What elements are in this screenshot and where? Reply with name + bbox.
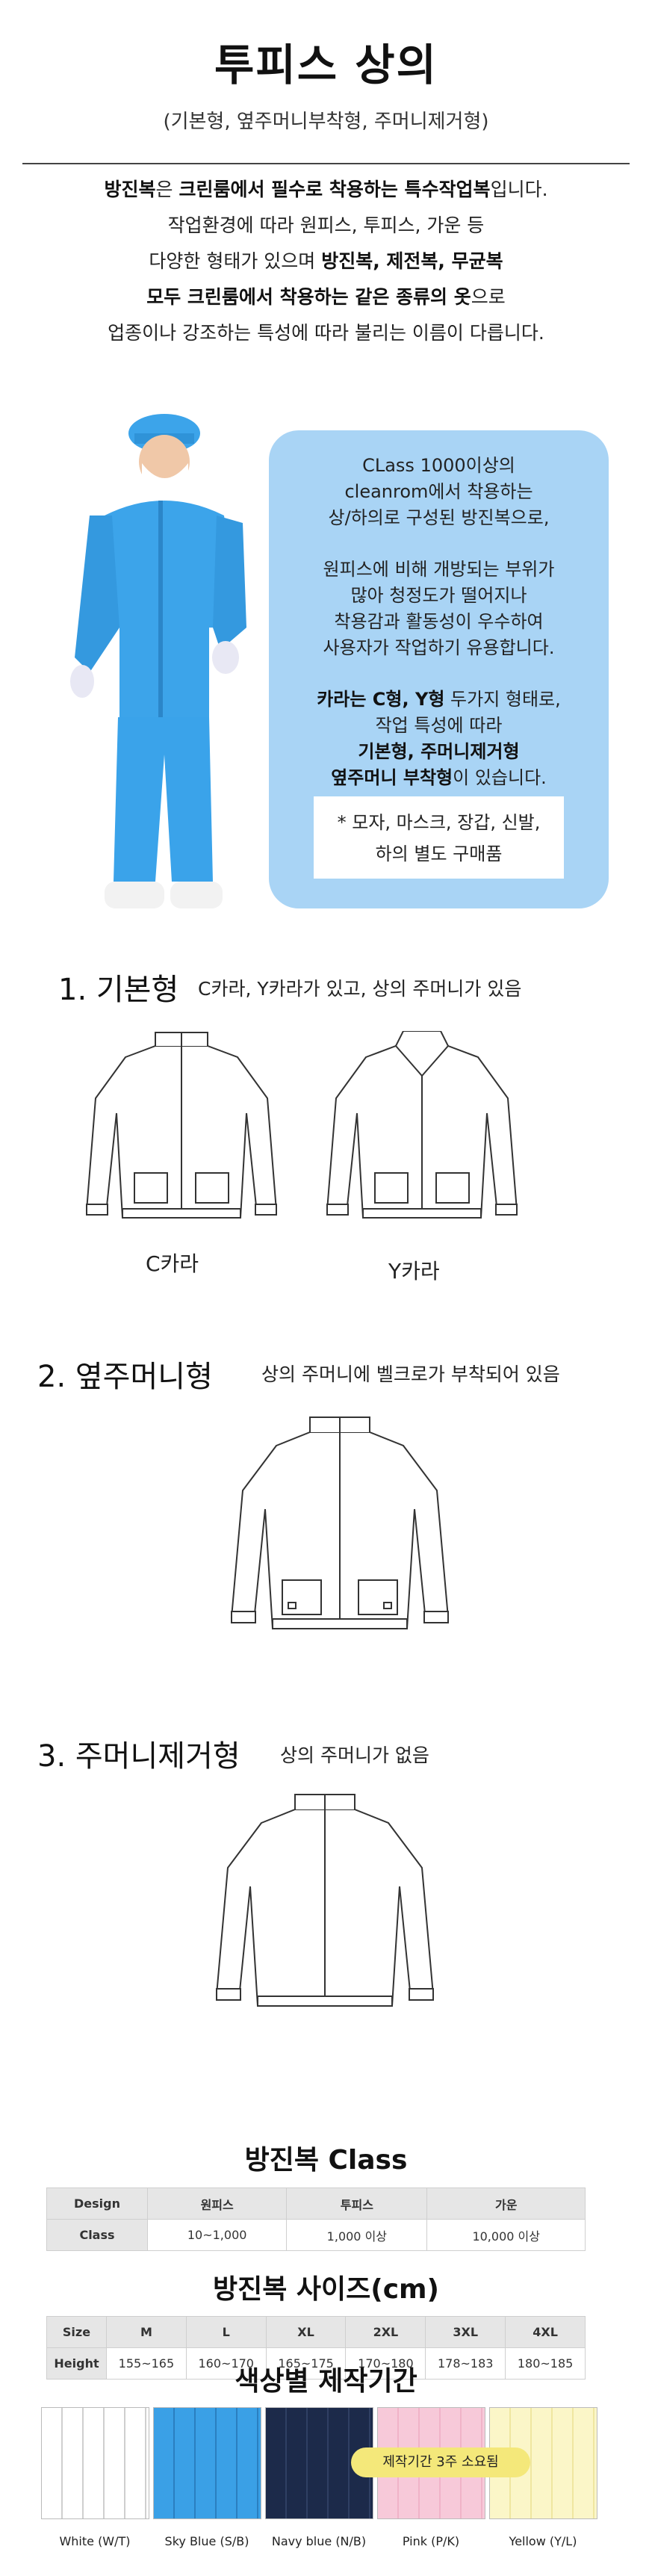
intro-text: 방진복은 크린룸에서 필수로 착용하는 특수작업복입니다. 작업환경에 따라 원…	[0, 172, 652, 351]
note-line: * 모자, 마스크, 장갑, 신발,	[337, 812, 541, 833]
section-desc-basic: C카라, Y카라가 있고, 상의 주머니가 있음	[198, 978, 522, 1000]
bubble-line: 상/하의로 구성된 방진복으로,	[328, 507, 550, 528]
intro-text-run: 다양한 형태가 있으며	[149, 250, 322, 272]
bubble-line: 작업 특성에 따라	[375, 715, 503, 736]
section-title-side-pocket: 2. 옆주머니형	[37, 1360, 213, 1394]
table-header-cell: Design	[46, 2188, 148, 2220]
page-subtitle: (기본형, 옆주머니부착형, 주머니제거형)	[163, 111, 489, 133]
page-header: 투피스 상의 (기본형, 옆주머니부착형, 주머니제거형)	[0, 30, 652, 134]
section-title-no-pocket: 3. 주머니제거형	[37, 1739, 240, 1774]
section-desc-side-pocket: 상의 주머니에 벨크로가 부착되어 있음	[261, 1363, 560, 1385]
swatch-sky-blue	[153, 2407, 261, 2519]
table-cell: 170~180	[345, 2347, 426, 2380]
caption-c-collar: C카라	[146, 1251, 199, 1276]
class-table: Design 원피스 투피스 가운 Class 10~1,000 1,000 이…	[46, 2188, 586, 2251]
intro-text-run: 으로	[471, 286, 506, 308]
section-desc-no-pocket: 상의 주머니가 없음	[280, 1744, 429, 1766]
size-table-title: 방진복 사이즈(cm)	[212, 2274, 439, 2305]
table-cell: 180~185	[505, 2347, 586, 2380]
bubble-line: CLass 1000이상의	[362, 455, 515, 476]
bubble-strong: 카라는 C형, Y형	[317, 689, 445, 710]
bubble-line: 많아 청정도가 떨어지나	[350, 585, 527, 606]
swatch-white	[41, 2407, 149, 2519]
bubble-line: 두가지 형태로,	[444, 689, 561, 710]
bubble-line: cleanrom에서 착용하는	[344, 481, 533, 502]
section-title-basic: 1. 기본형	[58, 973, 179, 1007]
info-bubble: CLass 1000이상의 cleanrom에서 착용하는 상/하의로 구성된 …	[269, 430, 609, 908]
table-header-cell: 투피스	[286, 2188, 428, 2220]
table-cell: 160~170	[185, 2347, 267, 2380]
swatch-label: Yellow (Y/L)	[509, 2534, 577, 2548]
bubble-line: 이 있습니다.	[453, 767, 547, 788]
table-header-cell: 원피스	[146, 2188, 288, 2220]
swatch-label: Pink (P/K)	[402, 2534, 460, 2548]
size-table: Size M L XL 2XL 3XL 4XL Height 155~165 1…	[46, 2316, 586, 2380]
table-cell: Class	[46, 2219, 148, 2251]
intro-strong: 방진복, 제전복, 무균복	[321, 250, 503, 272]
jacket-side-pocket-image	[230, 1417, 450, 1629]
table-cell: 10,000 이상	[426, 2219, 586, 2251]
table-row: Class 10~1,000 1,000 이상 10,000 이상	[46, 2219, 586, 2251]
table-header-cell: XL	[265, 2316, 347, 2348]
purchase-note: * 모자, 마스크, 장갑, 신발, 하의 별도 구매품	[314, 796, 564, 879]
table-row: Design 원피스 투피스 가운	[46, 2188, 586, 2220]
jacket-c-collar-image	[85, 1032, 278, 1219]
jacket-y-collar-image	[326, 1031, 518, 1219]
swatch-label: Navy blue (N/B)	[271, 2534, 367, 2548]
class-table-title: 방진복 Class	[244, 2145, 408, 2176]
table-header-cell: 4XL	[505, 2316, 586, 2348]
intro-text-run: 은	[155, 179, 179, 200]
intro-strong: 크린룸에서 필수로 착용하는 특수작업복	[178, 179, 491, 200]
bubble-line: 사용자가 작업하기 유용합니다.	[323, 637, 555, 658]
header-divider	[22, 163, 630, 164]
swatch-label: White (W/T)	[59, 2534, 131, 2548]
table-header-cell: M	[106, 2316, 187, 2348]
table-cell: 178~183	[425, 2347, 506, 2380]
table-row: Height 155~165 160~170 165~175 170~180 1…	[46, 2347, 586, 2380]
model-wearing-suit-image	[70, 414, 246, 908]
table-header-cell: 2XL	[345, 2316, 426, 2348]
intro-strong: 방진복	[104, 179, 156, 200]
lead-time-badge: 제작기간 3주 소요됨	[351, 2447, 530, 2477]
table-cell: 155~165	[106, 2347, 187, 2380]
intro-line: 작업환경에 따라 원피스, 투피스, 가운 등	[167, 214, 485, 236]
table-cell: 165~175	[265, 2347, 347, 2380]
table-header-cell: 가운	[426, 2188, 586, 2220]
swatch-label: Sky Blue (S/B)	[164, 2534, 249, 2548]
intro-line: 업종이나 강조하는 특성에 따라 불리는 이름이 다릅니다.	[108, 322, 544, 344]
intro-strong: 모두 크린룸에서 착용하는 같은 종류의 옷	[146, 286, 471, 308]
jacket-no-pocket-image	[215, 1794, 435, 2007]
table-cell: 1,000 이상	[286, 2219, 428, 2251]
table-cell: Height	[46, 2347, 107, 2380]
table-row: Size M L XL 2XL 3XL 4XL	[46, 2316, 586, 2348]
note-line: 하의 별도 구매품	[375, 843, 503, 864]
table-header-cell: Size	[46, 2316, 107, 2348]
caption-y-collar: Y카라	[388, 1259, 440, 1284]
intro-text-run: 입니다.	[490, 179, 548, 200]
bubble-strong: 기본형, 주머니제거형	[358, 741, 520, 762]
color-section-title: 색상별 제작기간	[235, 2366, 417, 2397]
table-cell: 10~1,000	[146, 2219, 288, 2251]
bubble-line: 원피스에 비해 개방되는 부위가	[323, 559, 555, 580]
bubble-strong: 옆주머니 부착형	[331, 767, 453, 788]
bubble-paragraph-3: 카라는 C형, Y형 두가지 형태로, 작업 특성에 따라 기본형, 주머니제거…	[269, 687, 609, 791]
page-title: 투피스 상의	[214, 40, 438, 90]
table-header-cell: L	[185, 2316, 267, 2348]
bubble-paragraph-1: CLass 1000이상의 cleanrom에서 착용하는 상/하의로 구성된 …	[269, 453, 609, 531]
bubble-line: 착용감과 활동성이 우수하여	[334, 611, 544, 632]
table-header-cell: 3XL	[425, 2316, 506, 2348]
bubble-paragraph-2: 원피스에 비해 개방되는 부위가 많아 청정도가 떨어지나 착용감과 활동성이 …	[269, 557, 609, 661]
